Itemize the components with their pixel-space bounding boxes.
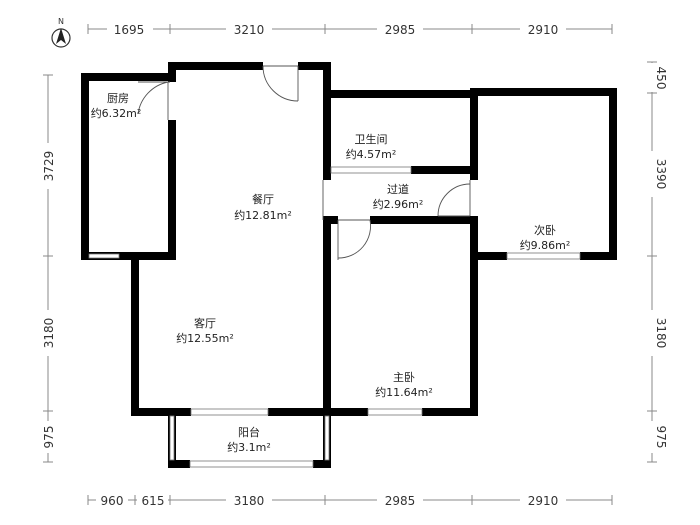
balcony-area: 约3.1m² [227,441,271,454]
windows [88,166,581,468]
kitchen-name: 厨房 [107,92,129,105]
master-bedroom-area: 约11.64m² [375,386,433,399]
bath-name: 卫生间 [355,132,388,146]
dim-top-3: 2985 [385,23,416,37]
second-bedroom-area: 约9.86m² [520,239,571,252]
corridor-name: 过道 [387,182,409,196]
dim-bottom-2: 615 [142,494,165,508]
compass-label: N [58,17,64,26]
right-dimensions [647,61,657,463]
dim-bottom-4: 2985 [385,494,416,508]
dim-right-1: 450 [654,67,668,90]
dim-left-1: 3729 [42,151,56,182]
living-name: 客厅 [194,316,216,330]
dim-top-1: 1695 [114,23,145,37]
dining-area: 约12.81m² [234,209,292,222]
second-bedroom-name: 次卧 [534,223,556,237]
master-bedroom-name: 主卧 [393,371,415,384]
dim-left-2: 3180 [42,318,56,349]
dim-left-3: 975 [42,426,56,449]
kitchen-area: 约6.32m² [91,107,142,120]
living-area: 约12.55m² [176,332,234,345]
bath-area: 约4.57m² [346,148,397,161]
dim-right-3: 3180 [654,318,668,349]
doors [137,65,471,260]
corridor-area: 约2.96m² [373,198,424,211]
dim-bottom-1: 960 [101,494,124,508]
dining-name: 餐厅 [252,192,274,206]
north-arrow-icon: N [51,17,71,48]
left-dimensions [43,74,53,463]
dim-bottom-5: 2910 [528,494,559,508]
balcony-name: 阳台 [238,425,260,439]
dim-right-2: 3390 [654,159,668,190]
dim-bottom-3: 3180 [234,494,265,508]
walls [81,62,617,468]
dim-top-2: 3210 [234,23,265,37]
dim-right-4: 975 [654,426,668,449]
dim-top-4: 2910 [528,23,559,37]
